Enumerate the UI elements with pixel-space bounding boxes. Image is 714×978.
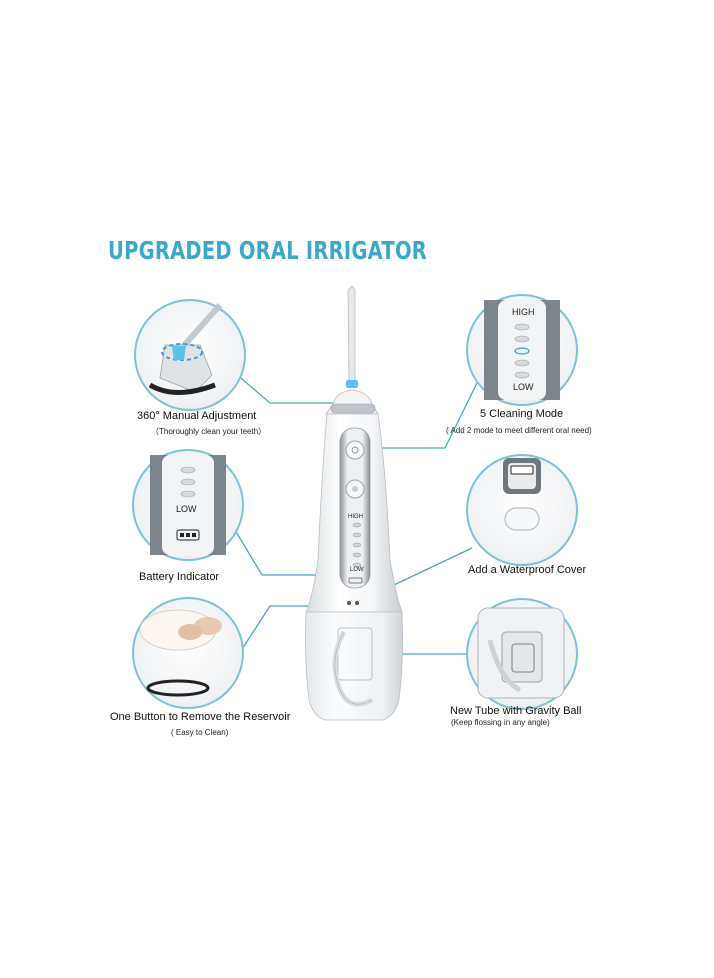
- control-panel: [339, 427, 371, 589]
- detail-circle-cleaning-mode: [466, 294, 578, 406]
- detail-circle-reservoir: [132, 597, 244, 709]
- detail-circle-adjustment: [134, 299, 246, 411]
- oral-irrigator-device: [305, 285, 403, 721]
- feature-sub-cleaning-mode: ( Add 2 mode to meet different oral need…: [446, 426, 592, 435]
- leader-adjustment: [234, 372, 333, 404]
- feature-sub-reservoir: ( Easy to Clean): [171, 728, 229, 737]
- nozzle-blue-ring: [346, 380, 358, 388]
- leader-reservoir: [234, 605, 320, 661]
- chrome-band: [330, 403, 376, 414]
- circle-high-label: HIGH: [512, 307, 535, 317]
- feature-label-cleaning-mode: 5 Cleaning Mode: [480, 408, 564, 420]
- battery-circle-low-label: LOW: [176, 504, 197, 514]
- device-high-label: HIGH: [348, 514, 363, 520]
- leader-cleaning-mode: [378, 382, 478, 449]
- charge-port: [347, 601, 351, 605]
- circle-low-label: LOW: [513, 382, 534, 392]
- detail-circle-battery: [132, 449, 244, 561]
- feature-label-battery: Battery Indicator: [139, 571, 220, 583]
- page-title: UPGRADED ORAL IRRIGATOR: [108, 236, 428, 265]
- power-button: [345, 440, 365, 460]
- feature-label-reservoir: One Button to Remove the Reservoir: [110, 711, 291, 723]
- feature-label-tube: New Tube with Gravity Ball: [450, 705, 582, 717]
- mode-indicator-dots: [352, 522, 362, 568]
- leader-lines: [234, 372, 478, 661]
- device-low-label: LOW: [350, 567, 364, 573]
- nozzle-tip: [347, 285, 356, 386]
- battery-icon-small: [348, 577, 363, 584]
- feature-label-adjustment: 360° Manual Adjustment: [137, 410, 257, 422]
- feature-sub-adjustment: （Thoroughly clean your teeth）: [151, 427, 267, 436]
- detail-circle-cover: [466, 454, 578, 566]
- detail-circle-tube: [466, 598, 578, 710]
- feature-label-cover: Add a Waterproof Cover: [468, 564, 587, 576]
- water-reservoir: [305, 611, 403, 721]
- feature-sub-tube: (Keep flossing in any angle): [451, 718, 550, 727]
